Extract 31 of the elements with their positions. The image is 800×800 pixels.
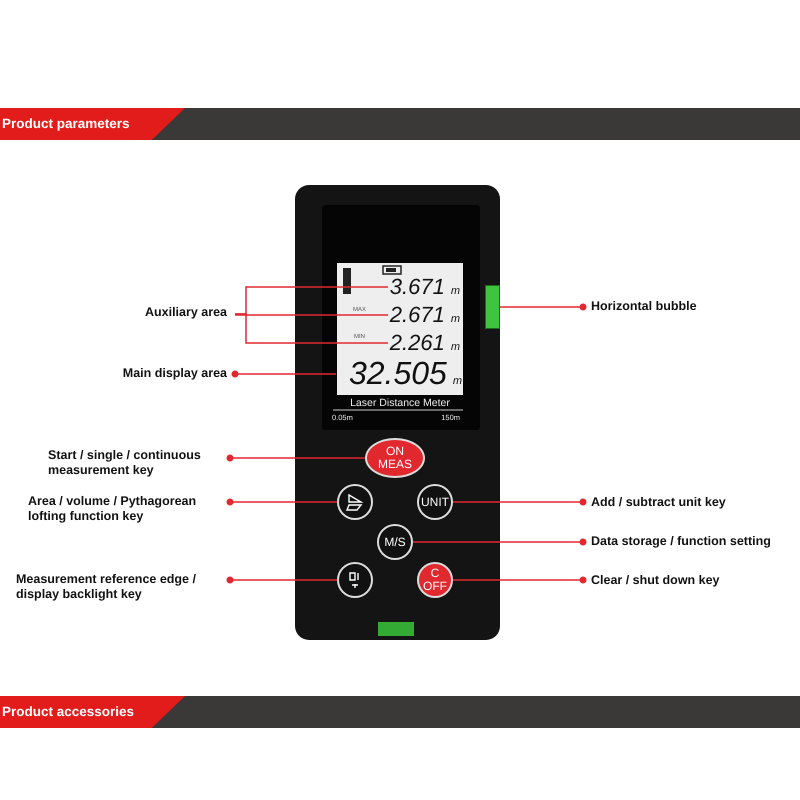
callout-text: Main display area bbox=[60, 366, 235, 384]
reading-value: 2.671 bbox=[390, 302, 445, 328]
leader-line bbox=[226, 576, 337, 584]
reading-value: 2.261 bbox=[390, 330, 445, 356]
callout-text: Start / single / continuous measurement key bbox=[40, 448, 230, 480]
leader-line bbox=[453, 498, 586, 506]
leader-line bbox=[226, 498, 337, 506]
leader-line bbox=[232, 370, 336, 378]
section-heading: Product parameters bbox=[0, 108, 800, 140]
unit-label: m bbox=[452, 375, 462, 387]
leader-line bbox=[413, 538, 586, 546]
bubble-vial bbox=[485, 285, 500, 329]
callout-text: Data storage / function setting bbox=[583, 534, 798, 552]
device-caption: Laser Distance Meter bbox=[349, 397, 451, 409]
callout-text: Area / volume / Pythagorean lofting function key bbox=[20, 494, 230, 526]
reading-value: 3.671 bbox=[390, 274, 445, 300]
leader-line bbox=[500, 304, 586, 310]
leader-line bbox=[235, 313, 388, 344]
leader-line bbox=[453, 576, 586, 584]
leader-line bbox=[226, 454, 365, 462]
callout-text: Horizontal bubble bbox=[583, 299, 733, 317]
reading-value: 32.505 bbox=[348, 355, 447, 392]
callout-text: Add / subtract unit key bbox=[583, 495, 763, 513]
section-heading: Product accessories bbox=[0, 696, 800, 728]
callout-text: Auxiliary area bbox=[100, 305, 235, 323]
callout-text: Measurement reference edge / display backlight key bbox=[8, 572, 230, 604]
leader-line bbox=[235, 314, 388, 316]
unit-label: m bbox=[450, 285, 460, 297]
callout-text: Clear / shut down key bbox=[583, 573, 753, 591]
unit-label: m bbox=[450, 341, 460, 353]
unit-label: m bbox=[450, 313, 460, 325]
